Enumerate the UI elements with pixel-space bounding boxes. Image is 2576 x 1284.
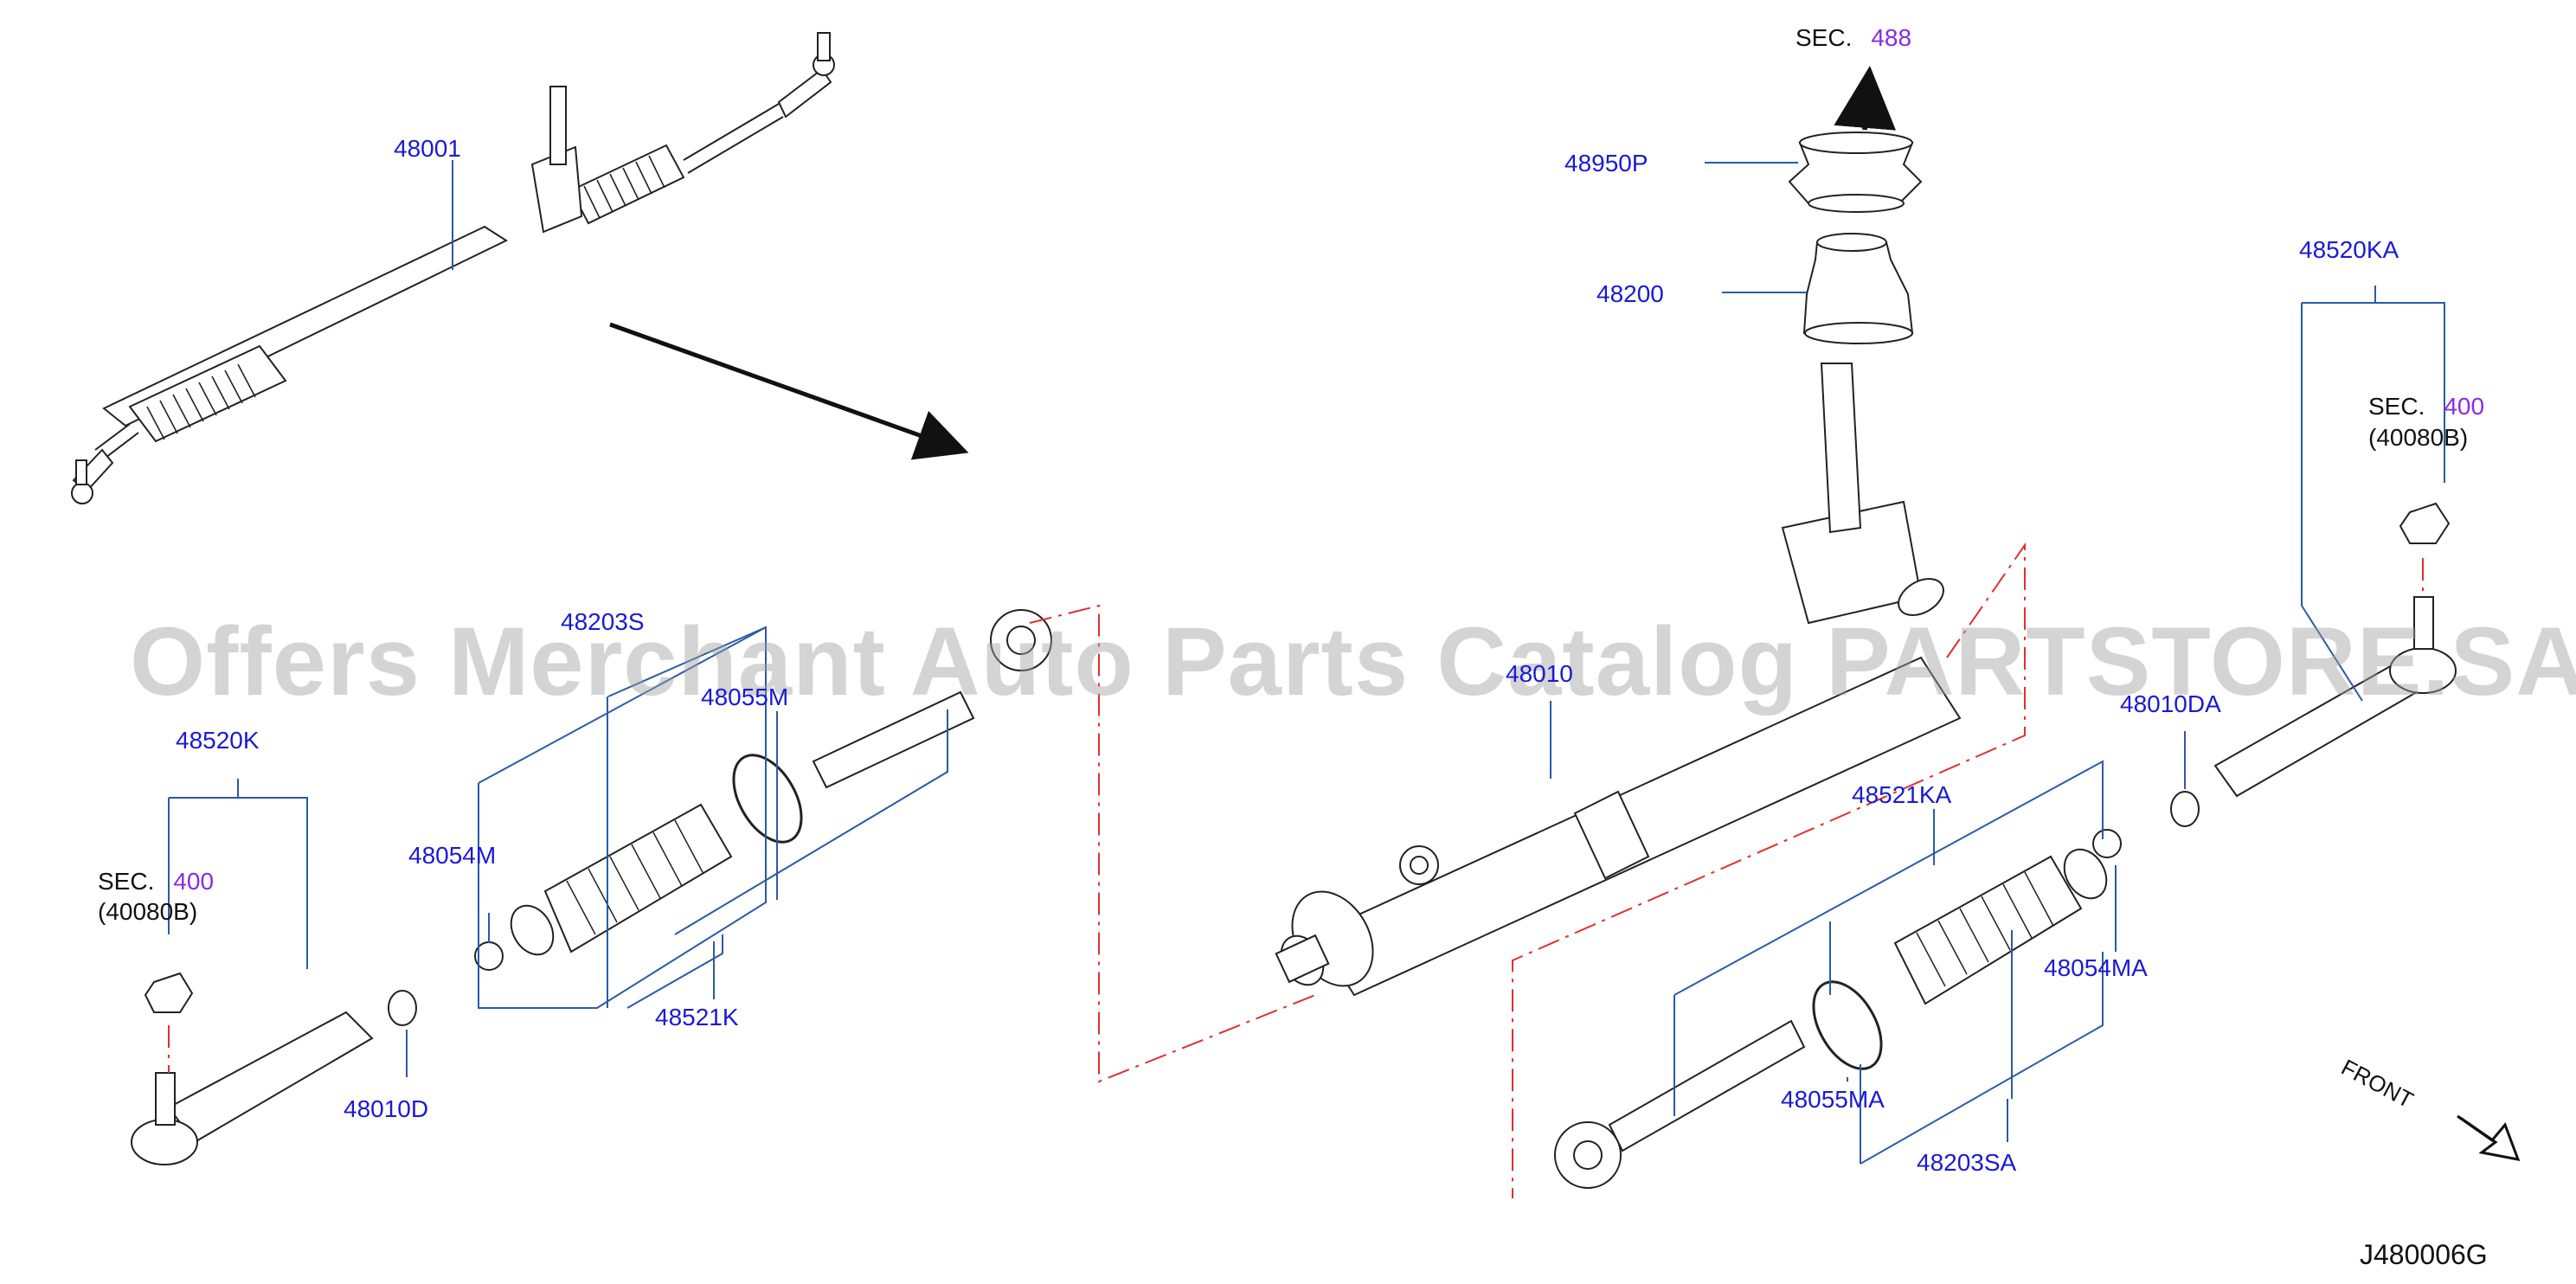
- sec-ref-left[interactable]: SEC. 400: [98, 870, 214, 894]
- sec-ref-top-prefix: SEC.: [1795, 24, 1853, 51]
- label-48001[interactable]: 48001: [394, 135, 461, 162]
- boot-48203SA: [1893, 848, 2108, 1005]
- boot-48203S: [510, 803, 733, 956]
- label-48950P[interactable]: 48950P: [1564, 150, 1648, 177]
- main-rack-48010: [1275, 363, 1962, 997]
- label-48054MA[interactable]: 48054MA: [2044, 954, 2148, 981]
- nut-48010D: [388, 990, 417, 1026]
- sec-ref-left-sub: (40080B): [98, 898, 198, 925]
- sec-ref-right-number: 400: [2444, 393, 2485, 420]
- tie-rod-end-48520K: [131, 1011, 374, 1165]
- clamp-48055MA: [1812, 980, 1883, 1070]
- seal-48950P: [1788, 132, 1923, 213]
- leader-lines: [168, 160, 2445, 1165]
- watermark: Offers Merchant Auto Parts Catalog PARTS…: [130, 607, 2576, 716]
- front-arrow-icon: [2457, 1114, 2521, 1161]
- clamp-48055M: [732, 754, 803, 844]
- label-48010DA[interactable]: 48010DA: [2120, 690, 2221, 717]
- diagram-code: J480006G: [2360, 1239, 2488, 1270]
- sec-ref-right-sub: (40080B): [2368, 424, 2469, 451]
- nut-40080B-right: [2399, 502, 2451, 544]
- label-48521K[interactable]: 48521K: [655, 1004, 739, 1030]
- label-48055M[interactable]: 48055M: [701, 684, 789, 710]
- label-48521KA[interactable]: 48521KA: [1852, 781, 1952, 808]
- label-48200[interactable]: 48200: [1596, 280, 1664, 307]
- expand-arrow: [609, 322, 969, 460]
- label-48520KA[interactable]: 48520KA: [2299, 236, 2399, 263]
- label-48520K[interactable]: 48520K: [176, 727, 260, 754]
- sec-ref-right[interactable]: SEC. 400: [2368, 395, 2484, 419]
- sec-ref-top[interactable]: SEC. 488: [1795, 26, 1911, 50]
- label-48054M[interactable]: 48054M: [408, 842, 497, 869]
- inner-tie-rod-right: [1554, 1019, 1806, 1189]
- label-48203S[interactable]: 48203S: [561, 608, 645, 635]
- phantom-lines: [168, 542, 2424, 1198]
- overview-rack-assembly: [71, 32, 835, 504]
- label-48010D[interactable]: 48010D: [344, 1095, 429, 1122]
- mount-48200: [1802, 233, 1914, 344]
- sec-ref-right-prefix: SEC.: [2368, 393, 2425, 420]
- label-48010[interactable]: 48010: [1506, 660, 1573, 687]
- nut-48010DA: [2170, 791, 2200, 827]
- label-48203SA[interactable]: 48203SA: [1917, 1149, 2017, 1176]
- label-48055MA[interactable]: 48055MA: [1781, 1086, 1885, 1113]
- inner-tie-rod-left: [812, 609, 1052, 789]
- nut-40080B-left: [144, 972, 194, 1013]
- tie-rod-end-48520KA: [2213, 596, 2457, 798]
- sec-ref-top-number: 488: [1871, 24, 1912, 51]
- sec-ref-left-number: 400: [173, 868, 215, 895]
- sec-ref-left-prefix: SEC.: [98, 868, 155, 895]
- clip-48054MA: [2092, 829, 2122, 858]
- sec-488-arrow: [1834, 66, 1897, 131]
